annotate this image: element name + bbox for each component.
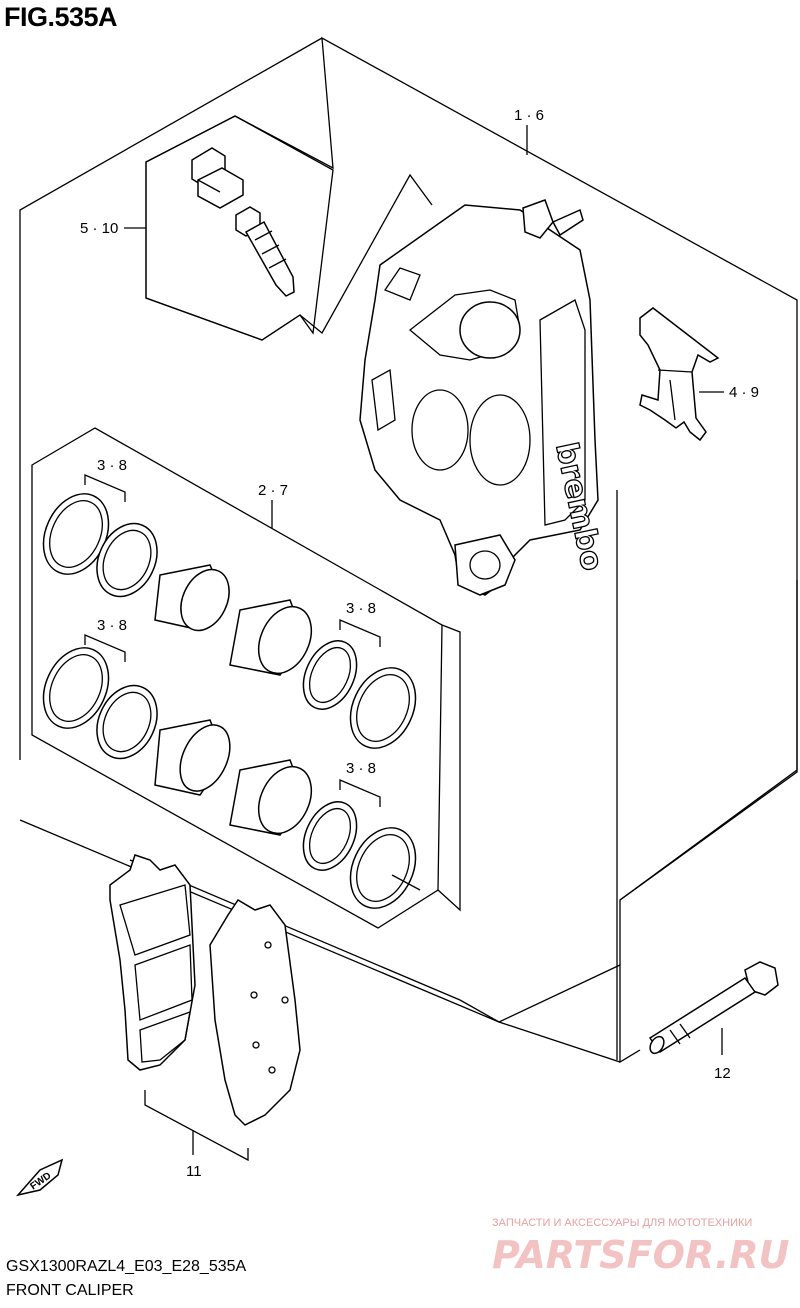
forward-arrow-icon: FWD: [15, 1158, 64, 1197]
piston-1: [154, 564, 230, 632]
seal-ring-1a: [42, 493, 110, 575]
seal-ring-3b: [96, 684, 158, 760]
seal-ring-4b: [349, 827, 421, 909]
piston-3: [154, 719, 231, 796]
callout-bolt: 12: [714, 1065, 731, 1082]
callout-seal-c: 3 · 8: [346, 600, 376, 617]
figure-name: FRONT CALIPER: [6, 1282, 134, 1299]
brake-pad-front: [109, 854, 196, 1071]
callout-bleeder-set: 5 · 10: [80, 220, 118, 237]
callout-caliper-assy: 1 · 6: [514, 107, 544, 124]
piston-4: [229, 759, 313, 836]
figure-model-code: GSX1300RAZL4_E03_E28_535A: [6, 1258, 247, 1275]
assembly-outline-left: [19, 37, 323, 760]
seal-bracket-1: [84, 474, 126, 502]
bleeder-set-box: [145, 115, 334, 341]
bleeder-cap: [191, 147, 244, 209]
figure-title: FIG.535A: [4, 2, 118, 32]
piston-set-box-side: [437, 624, 461, 912]
seal-ring-3a: [42, 647, 110, 729]
seal-bracket-4: [339, 779, 381, 807]
pad-bracket: [144, 1090, 249, 1162]
seal-ring-4a: [302, 801, 358, 871]
bleeder-screw: [235, 206, 295, 297]
piston-2: [229, 599, 313, 676]
assembly-outline-right: [619, 580, 798, 901]
callout-piston-set: 2 · 7: [258, 482, 288, 499]
seal-bracket-2: [84, 634, 126, 662]
watermark-logo: PARTSFOR.RU: [492, 1233, 790, 1277]
callout-pads: 11: [186, 1163, 202, 1180]
seal-ring-2a: [302, 640, 358, 710]
caliper-mounting-bolt: [648, 961, 779, 1055]
seal-ring-2b: [349, 667, 417, 749]
pad-spring: [639, 307, 720, 442]
watermark-tagline: ЗАПЧАСТИ И АКСЕССУАРЫ ДЛЯ МОТОТЕХНИКИ: [492, 1217, 752, 1229]
callout-seal-d: 3 · 8: [346, 760, 376, 777]
callout-seal-b: 3 · 8: [97, 617, 127, 634]
brake-pad-rear: [209, 898, 301, 1126]
seal-ring-1b: [96, 522, 158, 598]
callout-pad-spring: 4 · 9: [729, 384, 759, 401]
seal-bracket-3: [339, 619, 381, 647]
callout-seal-a: 3 · 8: [97, 457, 127, 474]
caliper-body: brembo: [359, 199, 610, 596]
